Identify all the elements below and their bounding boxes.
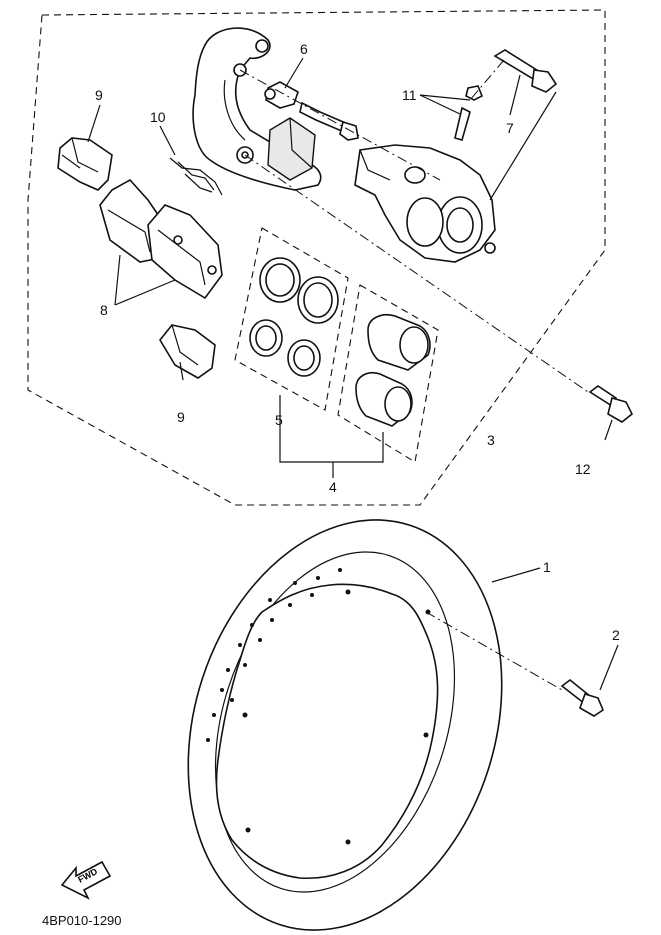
- callout-11: 11: [402, 87, 417, 103]
- callout-7: 7: [506, 120, 514, 136]
- seal-ring-4: [287, 339, 321, 377]
- piston-2: [355, 372, 413, 427]
- callout-5: 5: [275, 412, 283, 428]
- fwd-arrow-icon: [60, 860, 112, 900]
- diagram-code: 4BP010-1290: [42, 913, 122, 928]
- callout-12: 12: [575, 461, 591, 477]
- pad-block: [267, 117, 316, 181]
- piston-kit-box: [337, 284, 439, 463]
- pad-shim-top: [57, 137, 113, 191]
- pin-bolt: [493, 49, 558, 93]
- caliper-assembly-boundary: [27, 9, 606, 506]
- callout-4: 4: [329, 479, 337, 495]
- brake-disc: [187, 519, 503, 931]
- callout-8: 8: [100, 302, 108, 318]
- callout-3: 3: [487, 432, 495, 448]
- leader-lines: [87, 57, 619, 691]
- bleed-screw: [454, 85, 484, 141]
- caliper-bracket: [192, 27, 322, 191]
- callout-2: 2: [612, 627, 620, 643]
- seal-kit-box: [234, 227, 349, 411]
- callout-1: 1: [543, 559, 551, 575]
- seal-ring-3: [249, 319, 283, 357]
- callout-6: 6: [300, 41, 308, 57]
- seal-ring-1: [259, 257, 301, 303]
- caliper-body: [354, 144, 496, 263]
- brake-pad-2: [147, 204, 223, 300]
- callout-10: 10: [150, 109, 166, 125]
- seal-ring-2: [297, 276, 339, 324]
- slide-pin-bolt: [264, 81, 359, 141]
- piston-1: [367, 314, 431, 371]
- caliper-mount-bolt: [588, 385, 634, 423]
- disc-bolt: [560, 678, 604, 717]
- pad-shim-bottom: [159, 324, 216, 379]
- callout-9-bottom: 9: [177, 409, 185, 425]
- callout-9-top: 9: [95, 87, 103, 103]
- disc-holes: [206, 568, 431, 845]
- pad-spring: [169, 157, 223, 196]
